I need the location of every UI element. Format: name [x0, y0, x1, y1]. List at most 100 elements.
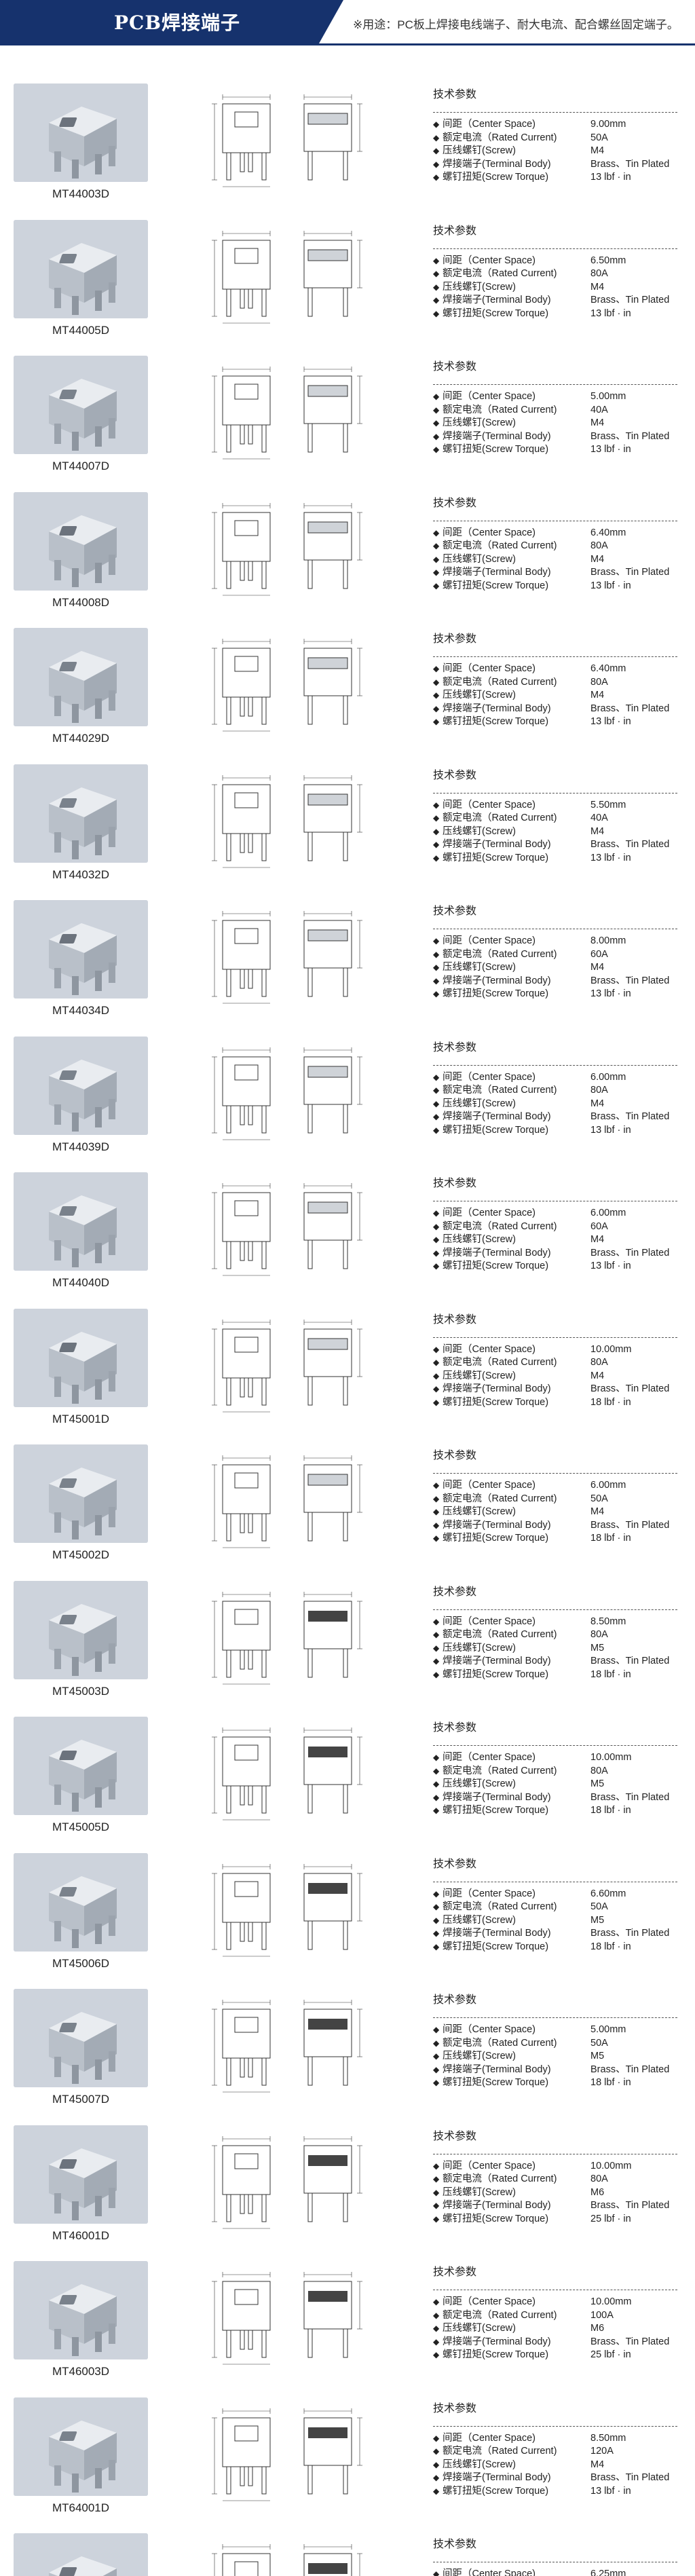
diamond-bullet-icon: ◆: [433, 2038, 440, 2048]
spec-label: 螺钉扭矩(Screw Torque): [443, 1668, 549, 1680]
diamond-bullet-icon: ◆: [433, 690, 440, 700]
diamond-bullet-icon: ◆: [433, 295, 440, 305]
spec-label: 焊接端子(Terminal Body): [443, 1383, 551, 1394]
model-number: MT44032D: [52, 867, 110, 881]
diamond-bullet-icon: ◆: [433, 2350, 440, 2359]
spec-value: 13 lbf · in: [590, 172, 631, 183]
spec-block: 技术参数◆间距（Center Space)6.00mm◆额定电流（Rated C…: [433, 1176, 677, 1273]
diamond-bullet-icon: ◆: [433, 1358, 440, 1367]
spec-row-center-space: ◆间距（Center Space)5.00mm: [433, 390, 677, 404]
spec-value: Brass、Tin Plated: [590, 1111, 670, 1122]
spec-divider: [433, 1337, 677, 1338]
diamond-bullet-icon: ◆: [433, 1208, 440, 1218]
spec-divider: [433, 1473, 677, 1474]
spec-row-screw-torque: ◆螺钉扭矩(Screw Torque)18 lbf · in: [433, 1532, 677, 1546]
spec-row-screw-torque: ◆螺钉扭矩(Screw Torque)13 lbf · in: [433, 443, 677, 457]
model-number: MT45007D: [52, 2093, 110, 2106]
diamond-bullet-icon: ◆: [433, 2078, 440, 2087]
spec-row-rated-current: ◆额定电流（Rated Current)80A: [433, 540, 677, 553]
spec-block: 技术参数◆间距（Center Space)6.25mm◆额定电流（Rated C…: [433, 2537, 677, 2576]
spec-title: 技术参数: [433, 1178, 477, 1189]
spec-value: 60A: [590, 1220, 608, 1232]
spec-row-screw-torque: ◆螺钉扭矩(Screw Torque)18 lbf · in: [433, 2076, 677, 2090]
spec-label: 间距（Center Space): [443, 1208, 536, 1218]
spec-divider: [433, 656, 677, 657]
spec-value: 18 lbf · in: [590, 1668, 631, 1680]
spec-row-center-space: ◆间距（Center Space)9.00mm: [433, 118, 677, 132]
model-number: MT45002D: [52, 1548, 110, 1561]
spec-divider: [433, 112, 677, 113]
spec-label: 额定电流（Rated Current): [443, 948, 557, 960]
diamond-bullet-icon: ◆: [433, 2459, 440, 2469]
spec-block: 技术参数◆间距（Center Space)6.40mm◆额定电流（Rated C…: [433, 632, 677, 729]
spec-label: 额定电流（Rated Current): [443, 1357, 557, 1368]
spec-row-terminal-body: ◆焊接端子(Terminal Body)Brass、Tin Plated: [433, 1655, 677, 1668]
spec-value: 10.00mm: [590, 1343, 632, 1355]
spec-title: 技术参数: [433, 1994, 477, 2006]
spec-value: M5: [590, 1642, 605, 1654]
spec-block: 技术参数◆间距（Center Space)6.00mm◆额定电流（Rated C…: [433, 1449, 677, 1546]
spec-value: 13 lbf · in: [590, 2485, 631, 2497]
spec-label: 额定电流（Rated Current): [443, 813, 557, 823]
diamond-bullet-icon: ◆: [433, 1235, 440, 1244]
spec-label: 间距（Center Space): [443, 2569, 536, 2576]
product-photo: [14, 1036, 148, 1135]
spec-label: 焊接端子(Terminal Body): [443, 1928, 551, 1939]
diamond-bullet-icon: ◆: [433, 159, 440, 169]
spec-value: 5.50mm: [590, 799, 626, 810]
spec-block: 技术参数◆间距（Center Space)10.00mm◆额定电流（Rated …: [433, 1313, 677, 1410]
spec-label: 额定电流（Rated Current): [443, 2446, 557, 2457]
diamond-bullet-icon: ◆: [433, 2473, 440, 2482]
diamond-bullet-icon: ◆: [433, 2297, 440, 2307]
spec-value: M4: [590, 2459, 605, 2470]
diamond-bullet-icon: ◆: [433, 282, 440, 292]
spec-row-center-space: ◆间距（Center Space)5.50mm: [433, 799, 677, 813]
diamond-bullet-icon: ◆: [433, 1370, 440, 1381]
spec-label: 额定电流（Rated Current): [443, 132, 557, 143]
product-photo: [14, 1852, 148, 1952]
spec-block: 技术参数◆间距（Center Space)10.00mm◆额定电流（Rated …: [433, 2129, 677, 2226]
spec-block: 技术参数◆间距（Center Space)8.00mm◆额定电流（Rated C…: [433, 904, 677, 1001]
spec-row-terminal-body: ◆焊接端子(Terminal Body)Brass、Tin Plated: [433, 703, 677, 716]
spec-value: 80A: [590, 2173, 608, 2184]
product-photo: [14, 1717, 148, 1815]
product-photo: [14, 900, 148, 998]
spec-label: 间距（Center Space): [443, 1616, 536, 1627]
diamond-bullet-icon: ◆: [433, 2064, 440, 2074]
spec-label: 压线螺钉(Screw): [443, 1914, 516, 1926]
spec-value: Brass、Tin Plated: [590, 2064, 670, 2075]
spec-label: 焊接端子(Terminal Body): [443, 1111, 551, 1122]
diamond-bullet-icon: ◆: [433, 1344, 440, 1354]
diamond-bullet-icon: ◆: [433, 308, 440, 318]
spec-value: M6: [590, 2186, 605, 2198]
spec-row-screw: ◆压线螺钉(Screw)M4: [433, 145, 677, 158]
spec-row-terminal-body: ◆焊接端子(Terminal Body)Brass、Tin Plated: [433, 838, 677, 852]
model-number: MT45003D: [52, 1684, 110, 1698]
spec-label: 间距（Center Space): [443, 391, 536, 402]
spec-title: 技术参数: [433, 769, 477, 781]
spec-value: 13 lbf · in: [590, 307, 631, 319]
spec-label: 间距（Center Space): [443, 2160, 536, 2171]
spec-label: 压线螺钉(Screw): [443, 962, 516, 973]
header-band-edge: [319, 0, 343, 43]
dimension-drawing: [195, 764, 392, 880]
dimension-drawing: [195, 2533, 392, 2576]
spec-value: Brass、Tin Plated: [590, 295, 670, 305]
spec-block: 技术参数◆间距（Center Space)5.50mm◆额定电流（Rated C…: [433, 768, 677, 865]
model-number: MT44007D: [52, 460, 110, 472]
spec-value: 40A: [590, 404, 608, 415]
product-photo: [14, 219, 148, 318]
diamond-bullet-icon: ◆: [433, 1779, 440, 1789]
spec-block: 技术参数◆间距（Center Space)5.00mm◆额定电流（Rated C…: [433, 1993, 677, 2090]
spec-label: 焊接端子(Terminal Body): [443, 1656, 551, 1666]
diamond-bullet-icon: ◆: [433, 2201, 440, 2210]
spec-value: M4: [590, 417, 605, 428]
spec-row-center-space: ◆间距（Center Space)8.50mm: [433, 2432, 677, 2446]
spec-value: Brass、Tin Plated: [590, 1791, 670, 1803]
spec-value: 80A: [590, 676, 608, 688]
